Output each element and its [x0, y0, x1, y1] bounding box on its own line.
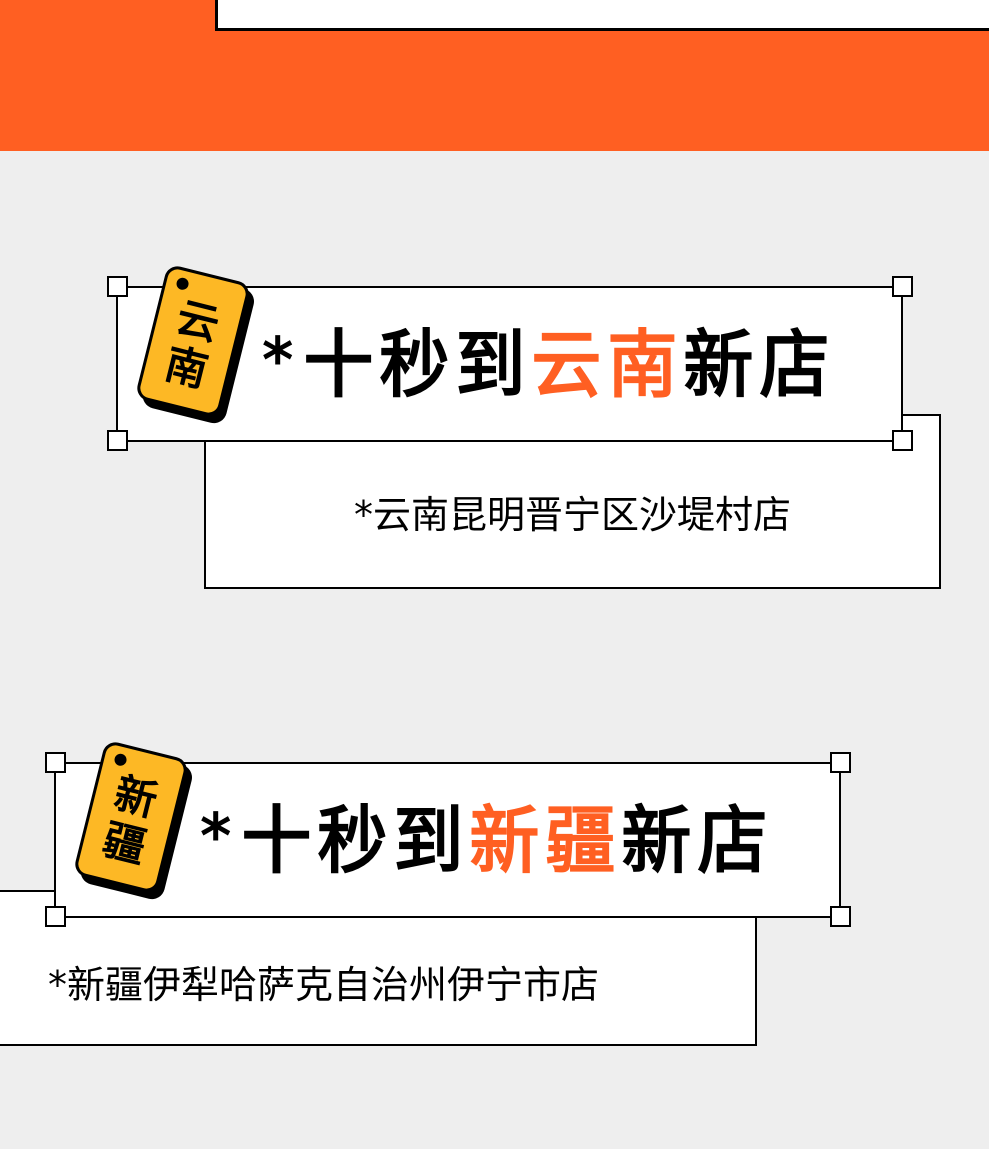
headline-suffix: 新店 — [683, 321, 836, 409]
headline-prefix: 十秒到 — [303, 321, 532, 409]
tag-hole-icon — [175, 276, 190, 292]
resize-handle-bottom-right[interactable] — [830, 906, 851, 927]
subtitle-box: *云南昆明晋宁区沙堤村店 — [204, 414, 941, 589]
resize-handle-bottom-left[interactable] — [45, 906, 66, 927]
resize-handle-bottom-right[interactable] — [892, 430, 913, 451]
tag-hole-icon — [113, 752, 128, 768]
header-white-box — [215, 0, 989, 31]
headline-highlight: 云南 — [531, 321, 684, 409]
resize-handle-top-right[interactable] — [830, 752, 851, 773]
headline-prefix: 十秒到 — [241, 797, 470, 885]
headline-text: *十秒到云南新店 — [262, 328, 835, 402]
headline-frame[interactable] — [116, 286, 903, 442]
asterisk: * — [262, 324, 300, 398]
asterisk: * — [200, 800, 238, 874]
headline-suffix: 新店 — [621, 797, 774, 885]
resize-handle-top-left[interactable] — [107, 276, 128, 297]
resize-handle-top-right[interactable] — [892, 276, 913, 297]
resize-handle-top-left[interactable] — [45, 752, 66, 773]
resize-handle-bottom-left[interactable] — [107, 430, 128, 451]
store-address: *新疆伊犁哈萨克自治州伊宁市店 — [48, 963, 600, 1007]
store-address: *云南昆明晋宁区沙堤村店 — [353, 493, 791, 537]
headline-highlight: 新疆 — [469, 797, 622, 885]
headline-text: *十秒到新疆新店 — [200, 804, 773, 878]
